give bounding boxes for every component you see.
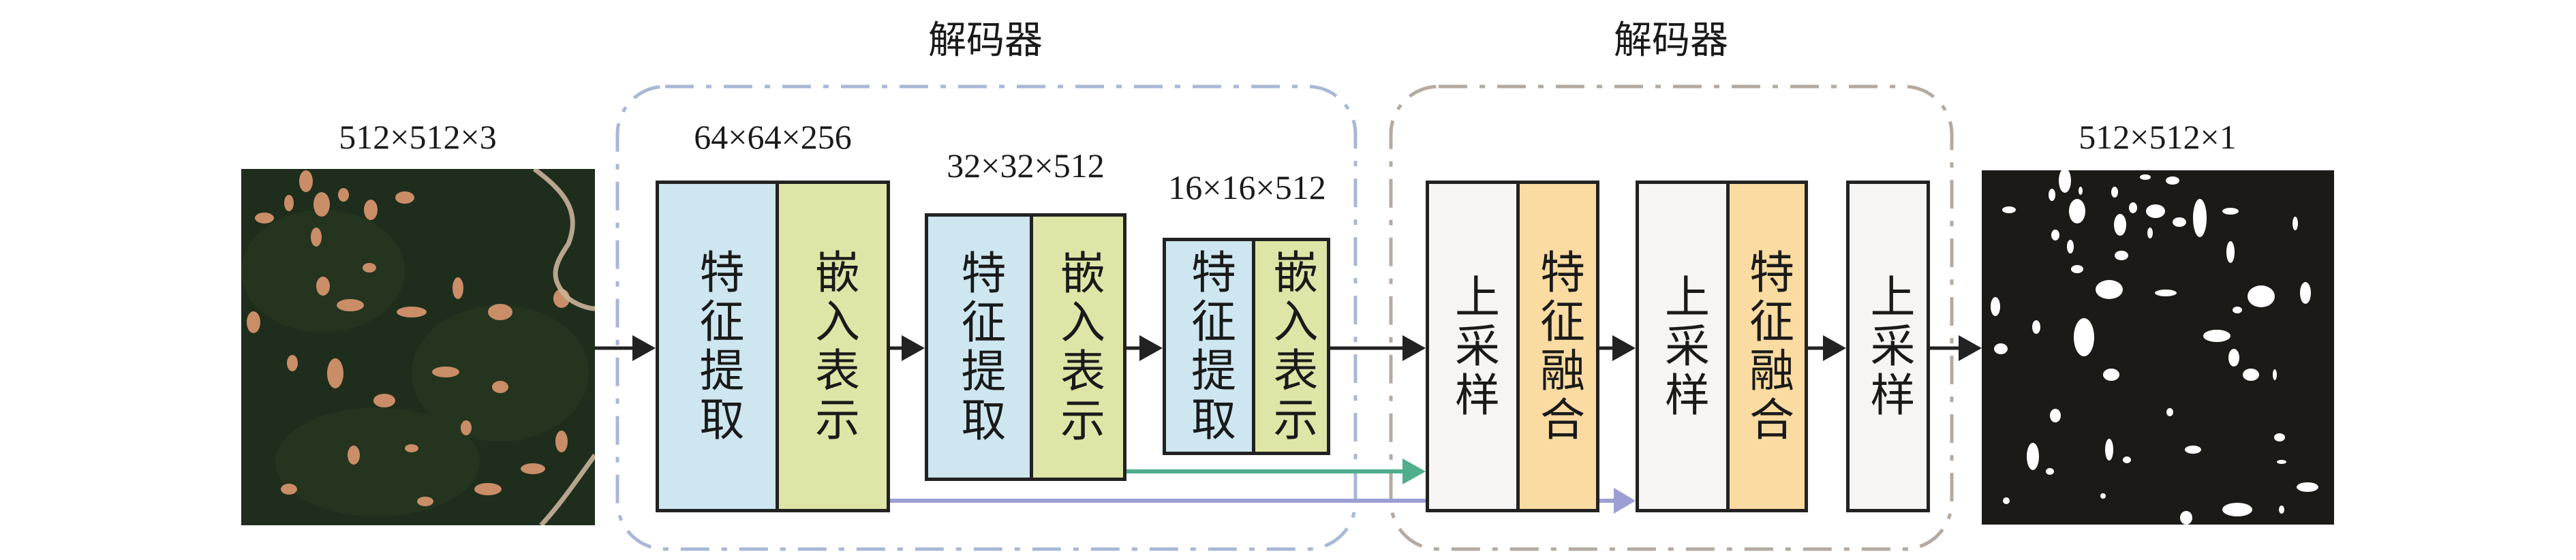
embedding-label: 嵌入表示: [1266, 248, 1317, 445]
satellite-texture: [241, 169, 595, 525]
stage3-size-label: 16×16×512: [1168, 168, 1326, 206]
arrowhead: [1823, 335, 1846, 361]
decoder-stage-2: 上采样 特征融合: [1636, 181, 1808, 512]
decoder-stage-3: 上采样: [1846, 181, 1930, 512]
embedding-cell: 嵌入表示: [776, 184, 887, 509]
upsample-cell: 上采样: [1429, 184, 1516, 509]
skip-arrowhead-green: [1402, 458, 1426, 484]
feature-extraction-cell: 特征提取: [1166, 241, 1252, 452]
fusion-cell: 特征融合: [1516, 184, 1596, 509]
feature-extraction-label: 特征提取: [954, 249, 1005, 446]
embedding-cell: 嵌入表示: [1030, 217, 1123, 478]
fusion-cell: 特征融合: [1726, 184, 1805, 509]
encoder-stage-1: 特征提取 嵌入表示: [656, 181, 890, 512]
upsample-label: 上采样: [1448, 273, 1498, 420]
skip-arrowhead-purple: [1614, 488, 1636, 514]
stage2-size-label: 32×32×512: [947, 146, 1105, 185]
embedding-label: 嵌入表示: [808, 248, 858, 445]
embedding-label: 嵌入表示: [1054, 249, 1103, 446]
feature-extraction-cell: 特征提取: [659, 184, 776, 509]
upsample-label: 上采样: [1658, 273, 1708, 420]
mask-blobs: [1982, 170, 2334, 525]
encoder-group-border: [615, 84, 1358, 551]
input-satellite-image: [241, 169, 595, 525]
fusion-label: 特征融合: [1533, 248, 1583, 445]
output-size-label: 512×512×1: [2079, 118, 2237, 156]
output-segmentation-mask: [1982, 170, 2334, 525]
decoder-stage-1: 上采样 特征融合: [1426, 181, 1599, 512]
upsample-label: 上采样: [1863, 273, 1914, 420]
upsample-cell: 上采样: [1639, 184, 1726, 509]
decoder-group-border: [1389, 84, 1954, 551]
encoder-stage-2: 特征提取 嵌入表示: [925, 213, 1126, 481]
arrowhead: [1612, 335, 1636, 361]
arrowhead: [1402, 335, 1426, 361]
main-flow-arrows: [595, 335, 1982, 361]
embedding-cell: 嵌入表示: [1252, 241, 1327, 452]
input-size-label: 512×512×3: [339, 118, 497, 156]
arrowhead: [632, 335, 656, 361]
feature-extraction-label: 特征提取: [692, 248, 743, 445]
decoder-title: 解码器: [1614, 20, 1728, 62]
encoder-stage-3: 特征提取 嵌入表示: [1163, 238, 1330, 455]
arrowhead: [1959, 335, 1982, 361]
upsample-cell: 上采样: [1850, 184, 1927, 509]
arrowhead: [1139, 335, 1163, 361]
fusion-label: 特征融合: [1743, 248, 1792, 445]
feature-extraction-label: 特征提取: [1184, 248, 1234, 445]
encoder-title: 解码器: [928, 20, 1043, 62]
arrowhead: [902, 335, 925, 361]
feature-extraction-cell: 特征提取: [928, 217, 1030, 478]
stage1-size-label: 64×64×256: [694, 118, 852, 156]
